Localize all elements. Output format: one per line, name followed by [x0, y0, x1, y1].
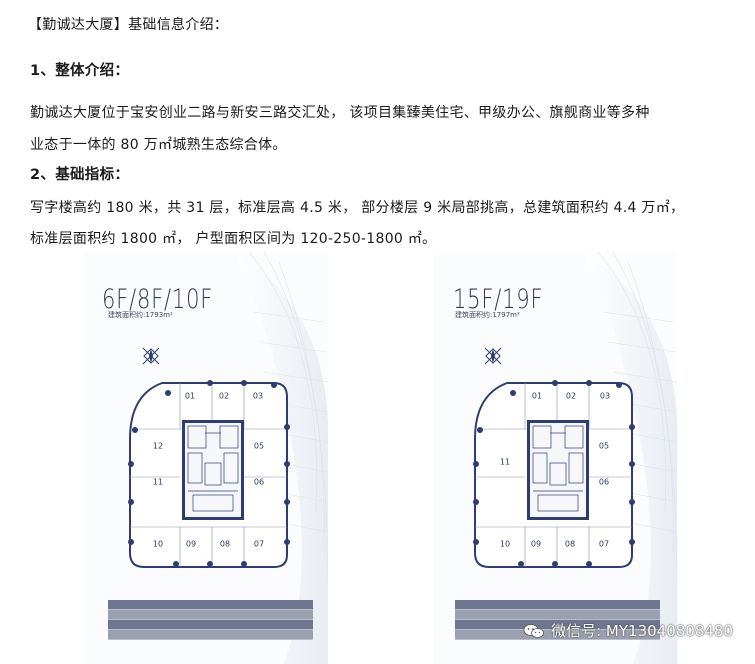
- floor-area-label: 建筑面积约:1793m²: [108, 311, 173, 319]
- paragraph-indicators-line-2: 标准层面积约 1800 ㎡， 户型面积区间为 120-250-1800 ㎡。: [30, 231, 437, 247]
- structural-column: [284, 424, 290, 430]
- wechat-watermark: 微信号: MY13040808480: [523, 620, 733, 641]
- structural-column: [128, 461, 134, 467]
- compass-icon: [142, 347, 160, 365]
- structural-column: [616, 382, 622, 388]
- structural-column: [586, 561, 592, 567]
- structural-column: [128, 499, 134, 505]
- unit-label: 07: [253, 539, 265, 549]
- paragraph-overview-line-2: 业态于一体的 80 万㎡城熟生态综合体。: [30, 137, 287, 153]
- unit-label: 05: [598, 441, 610, 451]
- structural-column: [552, 380, 558, 386]
- structural-column: [629, 424, 635, 430]
- structural-column: [510, 390, 516, 396]
- structural-column: [284, 461, 290, 467]
- unit-label: 03: [252, 391, 264, 401]
- unit-label: 09: [185, 539, 197, 549]
- unit-label: 05: [253, 441, 265, 451]
- structural-column: [132, 427, 138, 433]
- area-table: [108, 600, 313, 640]
- wechat-icon: [523, 623, 544, 638]
- unit-label: 02: [565, 391, 577, 401]
- floor-number-title: 15F/19F: [453, 284, 544, 315]
- core-detail-graphic: [187, 425, 239, 512]
- structural-column: [241, 380, 247, 386]
- unit-label: 08: [219, 539, 231, 549]
- structural-column: [473, 461, 479, 467]
- structural-column: [271, 382, 277, 388]
- structural-column: [128, 539, 134, 545]
- area-table: [455, 600, 660, 640]
- floor-plan-image-left: 6F/8F/10F 建筑面积约:1793m²: [84, 252, 328, 664]
- structural-column: [477, 427, 483, 433]
- structural-column: [207, 380, 213, 386]
- unit-label: 08: [564, 539, 576, 549]
- floor-number-title: 6F/8F/10F: [102, 284, 214, 315]
- structural-column: [552, 561, 558, 567]
- structural-column: [473, 499, 479, 505]
- core-detail-graphic: [532, 425, 584, 512]
- unit-label: 11: [152, 477, 164, 487]
- structural-column: [629, 539, 635, 545]
- structural-column: [284, 539, 290, 545]
- unit-label: 07: [598, 539, 610, 549]
- structural-column: [586, 380, 592, 386]
- compass-icon: [484, 347, 502, 365]
- building-core: [527, 420, 589, 520]
- structural-column: [241, 561, 247, 567]
- unit-label: 09: [530, 539, 542, 549]
- paragraph-indicators-line-1: 写字楼高约 180 米，共 31 层，标准层高 4.5 米， 部分楼层 9 米局…: [30, 200, 685, 216]
- unit-label: 06: [598, 477, 610, 487]
- watermark-text: 微信号: MY13040808480: [551, 622, 733, 640]
- unit-label: 10: [152, 539, 164, 549]
- structural-column: [629, 499, 635, 505]
- unit-label: 01: [531, 391, 543, 401]
- floor-area-label: 建筑面积约:1797m²: [455, 311, 520, 319]
- unit-label: 03: [599, 391, 611, 401]
- unit-label: 10: [499, 539, 511, 549]
- section-heading-indicators: 2、基础指标：: [30, 167, 130, 183]
- unit-label: 02: [218, 391, 230, 401]
- structural-column: [207, 561, 213, 567]
- paragraph-overview-line-1: 勤诚达大厦位于宝安创业二路与新安三路交汇处， 该项目集臻美住宅、甲级办公、旗舰商…: [30, 105, 650, 121]
- structural-column: [165, 390, 171, 396]
- unit-label: 06: [253, 477, 265, 487]
- unit-label: 11: [499, 457, 511, 467]
- building-facade-graphic: [433, 252, 677, 664]
- structural-column: [284, 499, 290, 505]
- unit-label: 01: [184, 391, 196, 401]
- floor-plan-image-right: 15F/19F 建筑面积约:1797m²: [433, 252, 677, 664]
- building-core: [182, 420, 244, 520]
- structural-column: [473, 539, 479, 545]
- structural-column: [518, 561, 524, 567]
- document-title: 【勤诚达大厦】基础信息介绍：: [28, 17, 229, 33]
- section-heading-overview: 1、整体介绍：: [30, 63, 130, 79]
- unit-label: 12: [152, 441, 164, 451]
- structural-column: [629, 461, 635, 467]
- structural-column: [173, 561, 179, 567]
